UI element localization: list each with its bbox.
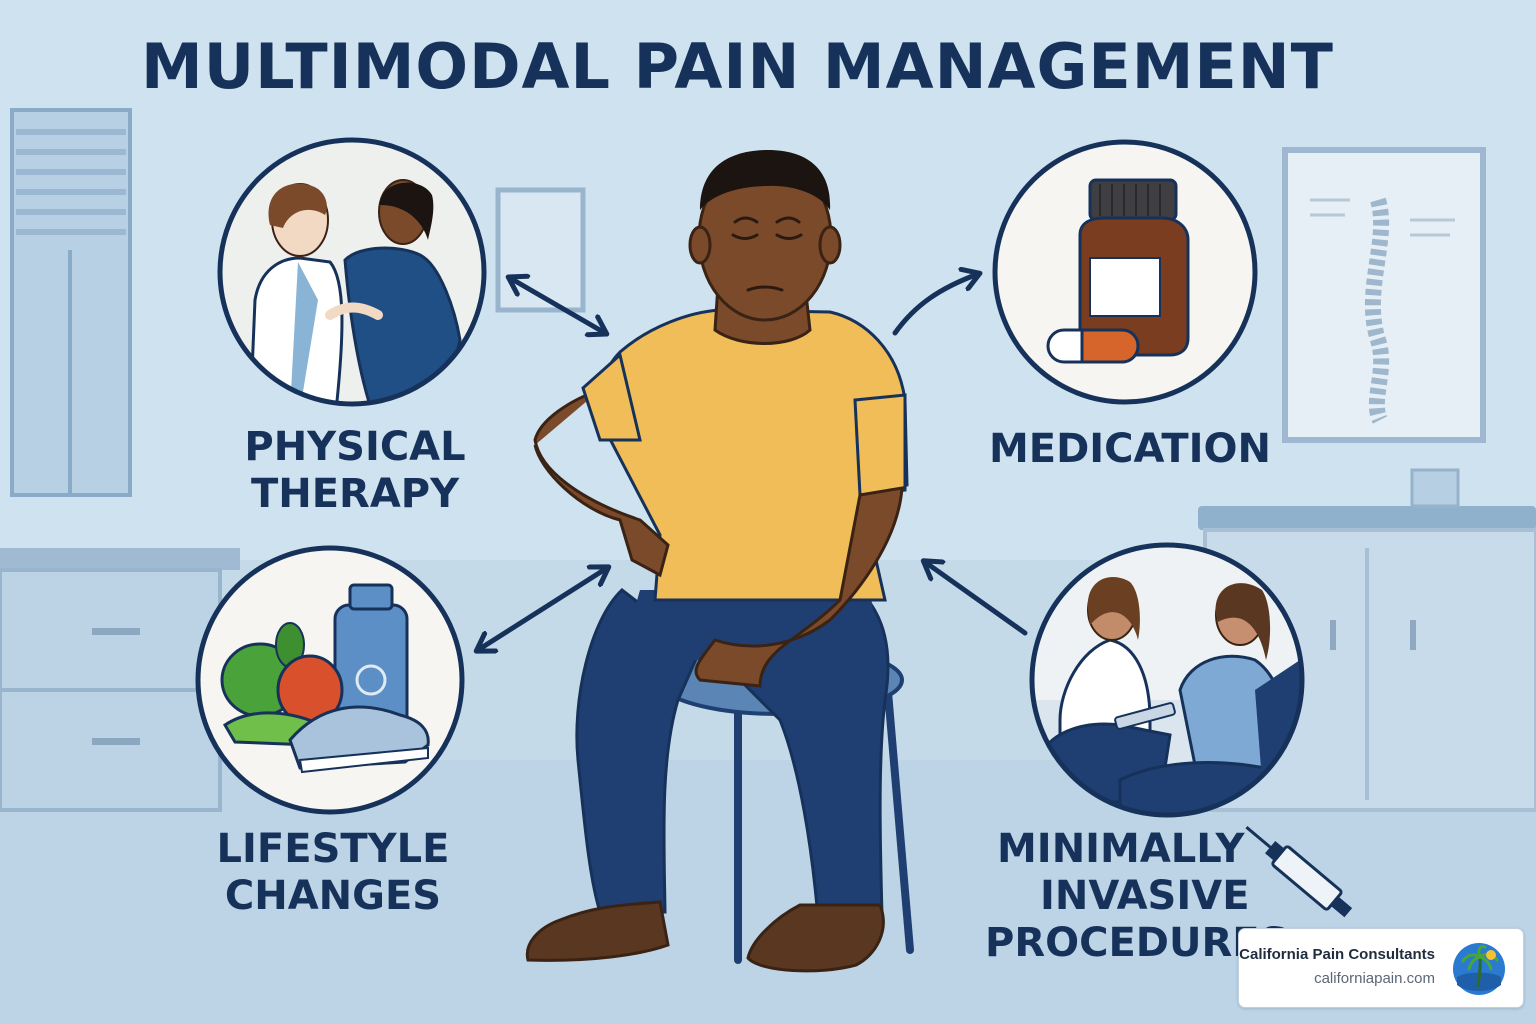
clinician-patient-icon [220,140,484,404]
doctor-consultation-icon [1032,577,1302,815]
brand-badge[interactable]: California Pain Consultants californiapa… [1238,928,1524,1008]
connector-arrows [478,274,1028,650]
label-line: INVASIVE [1040,873,1250,919]
arrow-lifestyle [478,568,607,650]
arrow-minimally-invasive [925,562,1028,636]
arrow-medication [892,274,978,336]
label-minimally-invasive-procedures: MINIMALLY INVASIVE PROCEDURES [985,826,1289,967]
minimally-invasive-circle [1029,542,1305,818]
syringe-icon [1245,826,1353,918]
label-medication: MEDICATION [985,426,1275,473]
palm-tree-logo-icon [1453,943,1505,995]
label-line: CHANGES [224,873,442,919]
medication-circle [992,139,1258,405]
label-line: MEDICATION [988,426,1272,472]
label-line: THERAPY [250,471,460,517]
pill-bottle-icon [1046,178,1190,364]
label-line: PROCEDURES [985,920,1289,966]
page-title: MULTIMODAL PAIN MANAGEMENT [141,30,1334,103]
physical-therapy-circle [217,137,487,407]
patient-figure [525,150,914,973]
healthy-lifestyle-icon [220,583,430,774]
brand-url[interactable]: californiapain.com [1314,970,1435,987]
label-line: PHYSICAL [244,424,466,470]
arrow-physical-therapy [510,278,605,333]
label-physical-therapy: PHYSICAL THERAPY [225,424,485,518]
label-line: MINIMALLY [997,826,1245,872]
label-lifestyle-changes: LIFESTYLE CHANGES [198,826,468,920]
label-line: LIFESTYLE [216,826,450,872]
lifestyle-circle [195,545,465,815]
brand-name: California Pain Consultants [1239,946,1435,963]
